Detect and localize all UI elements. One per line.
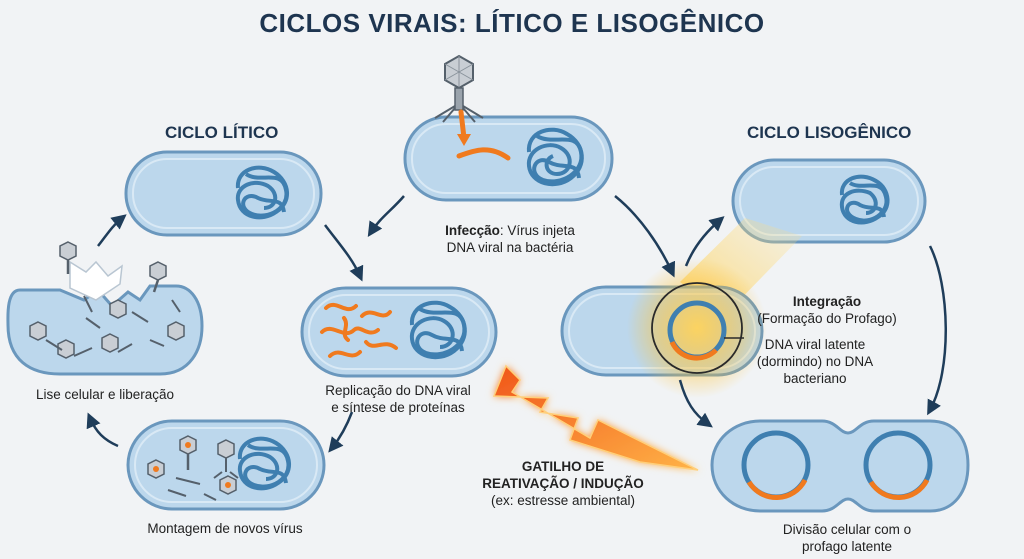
bacterial-dna-icon bbox=[526, 127, 584, 187]
arrow-replication-to-assembly bbox=[328, 411, 354, 453]
trigger-caption-line2: REATIVAÇÃO / INDUÇÃO bbox=[482, 476, 644, 491]
latent-caption-line3: bacteriano bbox=[783, 371, 847, 386]
division-caption-line1: Divisão celular com o bbox=[782, 522, 912, 537]
replication-caption-line1: Replicação do DNA viral bbox=[325, 383, 471, 398]
viral-dna-fragments bbox=[320, 302, 398, 358]
infection-caption: Infecção: Vírus injeta DNA viral na bact… bbox=[440, 222, 580, 256]
prophage-plasmid bbox=[741, 430, 811, 501]
prophage-plasmid bbox=[863, 430, 933, 501]
released-phages bbox=[29, 241, 185, 359]
lysis-caption: Lise celular e liberação bbox=[35, 387, 175, 402]
arrow-integration-to-division bbox=[678, 379, 713, 428]
cycle-arrows bbox=[86, 195, 947, 453]
assembling-phages bbox=[147, 435, 239, 501]
arrow-infection-to-lytic bbox=[367, 195, 405, 238]
replication-caption-line2: e síntese de proteínas bbox=[331, 400, 465, 415]
infection-caption-line2: DNA viral na bactéria bbox=[446, 240, 574, 255]
arrow-lytic1-to-replication bbox=[324, 224, 364, 282]
phage-icon bbox=[434, 54, 484, 123]
infection-caption-rest: : Vírus injeta bbox=[499, 223, 575, 238]
viral-dna-strand bbox=[456, 109, 511, 161]
trigger-caption-line1: GATILHO DE bbox=[521, 459, 605, 474]
infection-caption-bold: Infecção bbox=[445, 223, 500, 238]
injection-arrowhead bbox=[457, 134, 471, 146]
lysis-cell bbox=[6, 260, 204, 376]
integration-caption-line2: (Formação do Profago) bbox=[757, 311, 897, 326]
trigger-caption-line3: (ex: estresse ambiental) bbox=[490, 493, 636, 508]
replication-cell bbox=[300, 286, 498, 378]
dividing-cell bbox=[710, 419, 970, 513]
latent-caption-line2: (dormindo) no DNA bbox=[756, 354, 874, 369]
lytic-heading: CICLO LÍTICO bbox=[165, 123, 279, 142]
arrow-lysogenic1-to-division bbox=[927, 245, 947, 416]
latent-caption: DNA viral latente (dormindo) no DNA bact… bbox=[750, 336, 880, 387]
division-caption: Divisão celular com o profago latente bbox=[762, 521, 932, 555]
latent-caption-line1: DNA viral latente bbox=[764, 337, 866, 352]
reactivation-lightning-icon bbox=[492, 364, 699, 471]
bacterial-dna-icon bbox=[839, 174, 890, 225]
prophage-plasmid bbox=[667, 300, 727, 361]
page-title: CICLOS VIRAIS: LÍTICO E LISOGÊNICO bbox=[259, 8, 765, 38]
lysogenic-heading: CICLO LISOGÊNICO bbox=[747, 123, 912, 142]
arrow-assembly-to-lysis bbox=[86, 412, 119, 448]
division-caption-line2: profago latente bbox=[801, 539, 893, 554]
arrow-integration-to-lysogenic1 bbox=[684, 216, 725, 267]
integration-glow bbox=[627, 258, 767, 398]
bacterial-dna-icon bbox=[237, 436, 291, 491]
bacterial-dna-icon bbox=[409, 300, 467, 360]
zoom-circle bbox=[651, 282, 743, 374]
bacterial-dna-icon bbox=[235, 165, 289, 220]
arrow-lysis-to-lytic1 bbox=[97, 214, 127, 247]
assembly-caption: Montagem de novos vírus bbox=[147, 521, 303, 536]
integration-caption-line1: Integração bbox=[792, 294, 862, 309]
trigger-caption: GATILHO DE REATIVAÇÃO / INDUÇÃO (ex: est… bbox=[478, 458, 648, 509]
integration-caption: Integração (Formação do Profago) bbox=[752, 293, 902, 327]
replication-caption: Replicação do DNA viral e síntese de pro… bbox=[318, 382, 478, 416]
lytic-cell-1 bbox=[124, 150, 323, 237]
arrow-infection-to-integration bbox=[614, 195, 676, 278]
